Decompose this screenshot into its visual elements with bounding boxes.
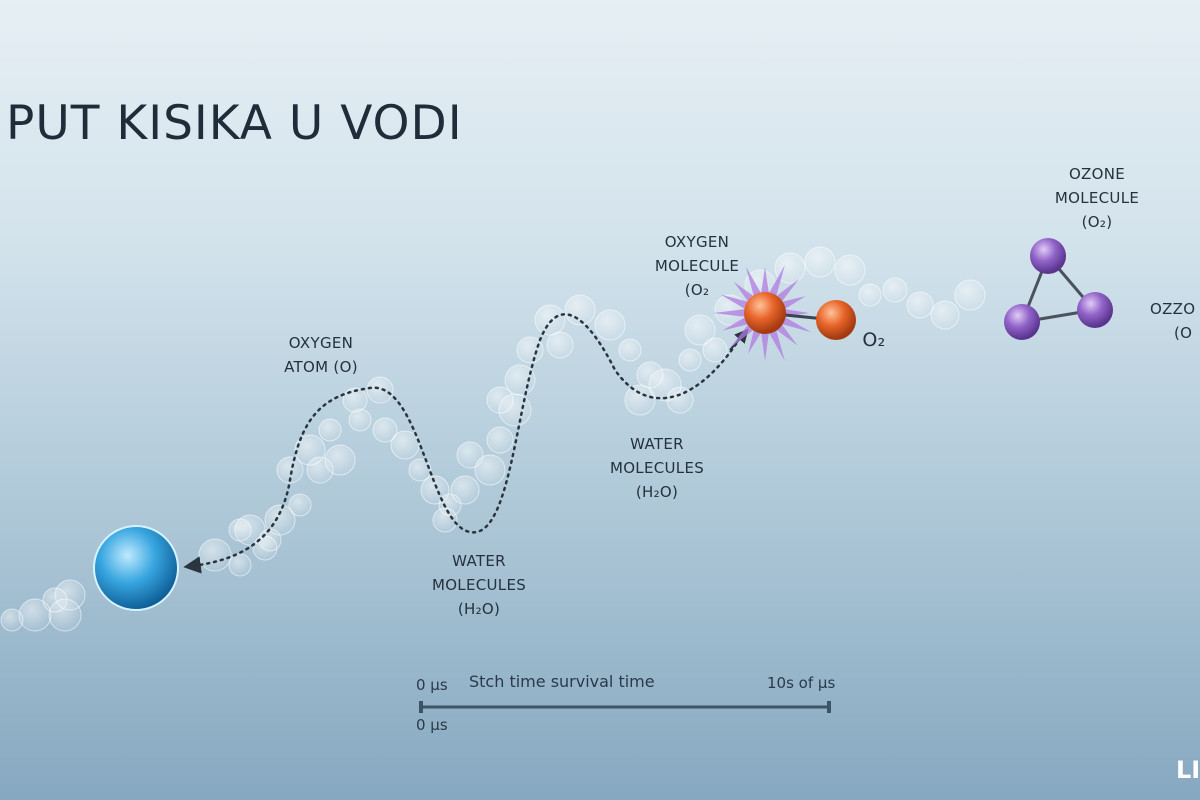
bubble xyxy=(324,444,356,476)
bubble xyxy=(276,456,304,484)
ozone-atom xyxy=(1077,292,1113,328)
bubble xyxy=(930,300,960,330)
ozone-atom xyxy=(1004,304,1040,340)
bubble xyxy=(408,458,432,482)
label-o2: O₂ xyxy=(862,329,886,351)
label-line: MOLECULE xyxy=(1054,189,1140,207)
timeline-end: 10s of µs xyxy=(767,674,836,692)
bubble xyxy=(804,246,836,278)
label-oxygen-atom: OXYGEN ATOM (O) xyxy=(284,331,358,379)
bubble xyxy=(564,294,596,326)
label-ozone-cut: OZZO (O xyxy=(1150,297,1195,345)
bubble xyxy=(834,254,866,286)
bubble xyxy=(678,348,702,372)
bubble xyxy=(432,507,458,533)
oxygen-path xyxy=(183,313,742,574)
label-line: (O₂ xyxy=(684,281,710,299)
bubble xyxy=(318,418,342,442)
bubble xyxy=(456,441,484,469)
ozone-atom xyxy=(1030,238,1066,274)
label-line: OXYGEN xyxy=(664,233,730,251)
label-line: (O₂) xyxy=(1081,213,1113,231)
label-oxygen-molecule: OXYGEN MOLECULE (O₂ xyxy=(655,230,739,302)
bubble xyxy=(906,291,934,319)
bubble xyxy=(198,538,232,572)
bubble xyxy=(954,279,986,311)
logo: LI xyxy=(1176,756,1200,784)
label-ozone-molecule: OZONE MOLECULE (O₂) xyxy=(1055,162,1139,234)
bubble xyxy=(450,475,480,505)
timeline-caption: Stch time survival time xyxy=(469,672,655,691)
bubble xyxy=(546,331,574,359)
label-line: (O xyxy=(1174,324,1193,342)
bubble xyxy=(228,553,252,577)
bubble xyxy=(618,338,642,362)
bubble xyxy=(666,386,694,414)
label-line: MOLECULE xyxy=(654,257,740,275)
bubble xyxy=(390,430,420,460)
label-line: OZZO xyxy=(1150,300,1196,318)
bubble xyxy=(228,518,252,542)
label-line: WATER xyxy=(452,552,506,570)
bubble xyxy=(684,314,716,346)
label-water-molecules-2: WATER MOLECULES (H₂O) xyxy=(610,432,704,504)
bubble xyxy=(516,336,544,364)
page-title: PUT KISIKA U VODI xyxy=(6,96,463,151)
label-line: OZONE xyxy=(1068,165,1126,183)
bubble xyxy=(534,304,566,336)
timeline-start-bottom: 0 µs xyxy=(416,716,448,734)
oxygen-atom xyxy=(93,525,179,611)
oxygen-molecule-atom xyxy=(816,300,856,340)
bubble xyxy=(594,309,626,341)
bubble xyxy=(882,277,908,303)
label-line: OXYGEN xyxy=(288,334,354,352)
label-line: WATER xyxy=(630,435,684,453)
bubble xyxy=(858,283,882,307)
label-line: MOLECULES xyxy=(609,459,705,477)
label-water-molecules-1: WATER MOLECULES (H₂O) xyxy=(432,549,526,621)
bubble xyxy=(348,408,372,432)
label-line: (H₂O) xyxy=(635,483,679,501)
label-line: (H₂O) xyxy=(457,600,501,618)
bubble xyxy=(366,376,394,404)
bubble xyxy=(258,528,282,552)
oxygen-molecule-atom xyxy=(744,292,786,334)
timeline-bar xyxy=(419,701,831,713)
water-bubbles xyxy=(0,246,986,632)
timeline-start-top: 0 µs xyxy=(416,676,448,694)
bubble xyxy=(486,386,514,414)
bubble xyxy=(288,493,312,517)
bubble xyxy=(624,384,656,416)
bubble xyxy=(486,426,514,454)
bubble xyxy=(774,252,806,284)
bubble xyxy=(48,598,82,632)
label-line: MOLECULES xyxy=(431,576,527,594)
label-line: ATOM (O) xyxy=(284,358,358,376)
bubble xyxy=(474,454,506,486)
bubble xyxy=(702,337,728,363)
bubble xyxy=(372,417,398,443)
